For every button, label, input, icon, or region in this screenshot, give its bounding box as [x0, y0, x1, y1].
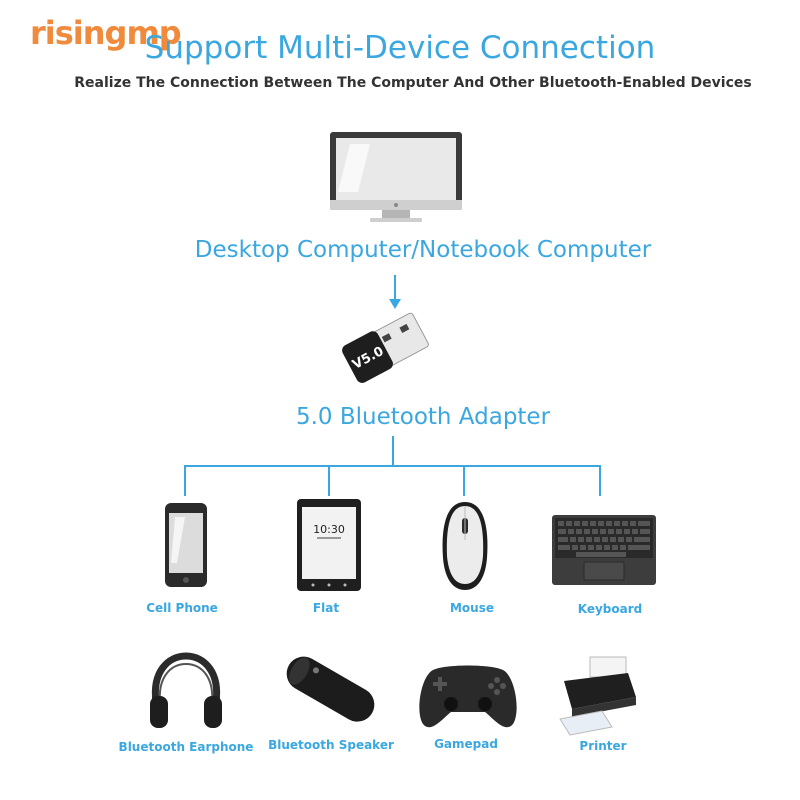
device-label-bluetooth-earphone: Bluetooth Earphone — [118, 740, 254, 754]
device-label-keyboard: Keyboard — [577, 602, 643, 616]
watermark-logo: risingmp — [30, 14, 182, 52]
printer-icon — [559, 656, 636, 736]
arrow-down-icon — [389, 275, 401, 309]
device-label-mouse: Mouse — [449, 601, 494, 615]
page-subtitle: Realize The Connection Between The Compu… — [74, 75, 752, 91]
mouse-icon — [442, 502, 488, 590]
device-label-printer: Printer — [579, 739, 627, 753]
page-title: Support Multi-Device Connection — [144, 30, 656, 66]
headphones-icon — [150, 652, 222, 728]
device-label-cell-phone: Cell Phone — [146, 601, 218, 615]
device-label-flat: Flat — [312, 601, 340, 615]
device-label-gamepad: Gamepad — [434, 737, 498, 751]
keyboard-icon — [552, 515, 656, 585]
monitor-icon — [330, 132, 462, 222]
tablet-icon: 10:30 — [297, 499, 361, 591]
computer-label: Desktop Computer/Notebook Computer — [194, 237, 652, 263]
bluetooth-adapter-icon: V5.0 — [342, 312, 429, 383]
adapter-label: 5.0 Bluetooth Adapter — [295, 404, 551, 430]
connection-tree — [184, 436, 601, 496]
cell-phone-icon — [165, 503, 207, 587]
device-label-bluetooth-speaker: Bluetooth Speaker — [268, 738, 394, 752]
gamepad-icon — [419, 665, 517, 728]
tablet-clock: 10:30 — [313, 523, 345, 536]
speaker-icon — [286, 656, 375, 722]
